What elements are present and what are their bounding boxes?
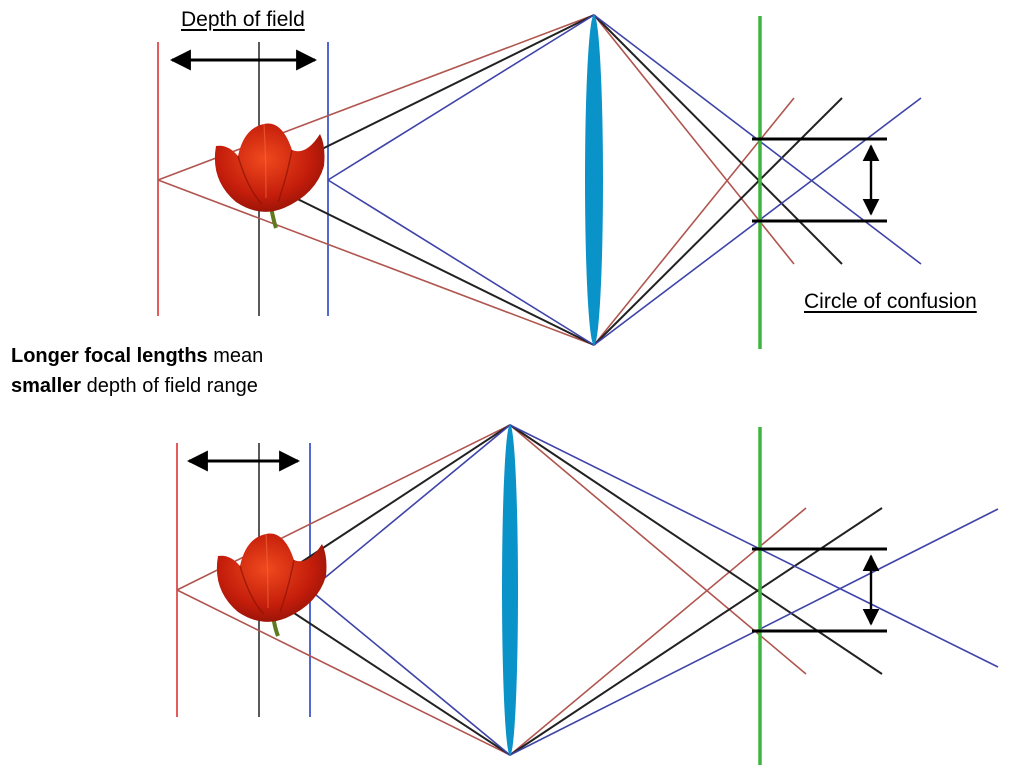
bottom-lens bbox=[502, 425, 518, 755]
circle-of-confusion-label: Circle of confusion bbox=[804, 290, 977, 313]
caption-line-2: smaller depth of field range bbox=[11, 371, 263, 401]
caption-line-1-bold: Longer focal lengths bbox=[11, 345, 208, 367]
bottom-tulip-image bbox=[216, 533, 327, 637]
top-panel bbox=[157, 14, 922, 349]
top-black-rays bbox=[258, 14, 843, 346]
caption-line-1: Longer focal lengths mean bbox=[11, 341, 263, 371]
bottom-blue-rays bbox=[309, 424, 999, 756]
bottom-panel bbox=[176, 424, 999, 765]
top-red-rays bbox=[157, 14, 795, 346]
caption-line-2-bold: smaller bbox=[11, 375, 82, 397]
top-tulip-image bbox=[214, 123, 325, 229]
top-blue-rays bbox=[327, 14, 922, 346]
caption-line-1-rest: mean bbox=[207, 345, 264, 367]
bottom-black-rays bbox=[258, 424, 883, 756]
top-lens bbox=[585, 15, 603, 345]
caption-line-2-rest: depth of field range bbox=[81, 375, 258, 397]
depth-of-field-label: Depth of field bbox=[181, 8, 305, 31]
caption: Longer focal lengths mean smaller depth … bbox=[11, 341, 263, 401]
bottom-red-rays bbox=[176, 424, 807, 756]
